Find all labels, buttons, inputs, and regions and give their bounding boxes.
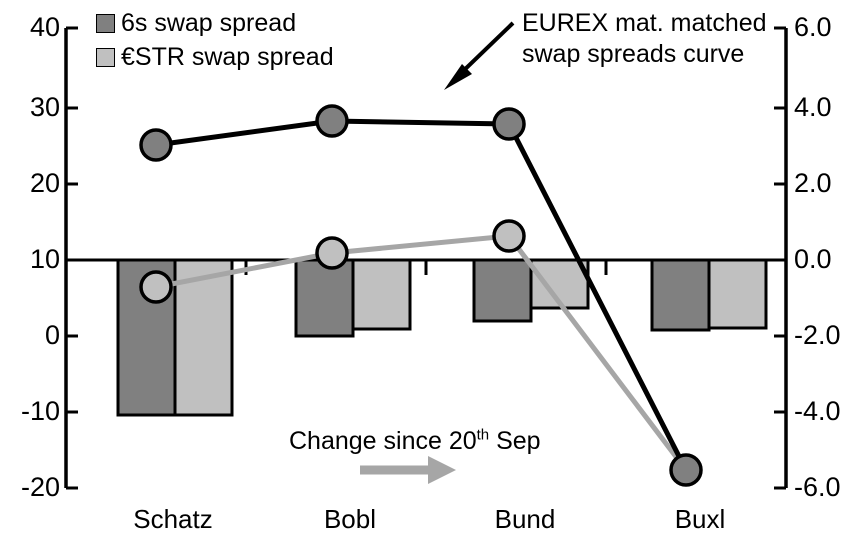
legend-item-6s-swap-spread: 6s swap spread — [96, 6, 334, 40]
y-axis-left-tick-0: 0 — [44, 320, 60, 350]
change-annotation-prefix: Change since 20 — [289, 427, 477, 455]
bar-bobl-6s — [294, 258, 355, 338]
change-annotation-suffix: Sep — [489, 427, 541, 455]
eurex-annotation-line2: swap spreads curve — [522, 39, 745, 68]
y-axis-left-tick-minus20: -20 — [20, 472, 60, 502]
x-axis-label-schatz: Schatz — [133, 504, 213, 534]
y-axis-right-tick-minus2: -2.0 — [794, 320, 841, 350]
gray-marker-schatz — [139, 270, 173, 304]
y-axis-left-tick-minus10: -10 — [20, 396, 60, 426]
change-since-annotation: Change since 20th Sep — [289, 426, 541, 457]
gray-line-markers — [139, 219, 526, 304]
bar-buxl-estr — [707, 258, 768, 330]
y-axis-right-tick-4: 4.0 — [794, 92, 832, 122]
black-marker-bund — [492, 107, 526, 141]
black-marker-schatz — [139, 128, 173, 162]
x-axis-label-bund: Bund — [494, 504, 556, 534]
legend-label-estr-swap-spread: €STR swap spread — [121, 42, 334, 71]
x-axis-label-bobl: Bobl — [323, 504, 377, 534]
y-axis-right-tick-0: 0.0 — [794, 244, 832, 274]
legend-swatch-dark-icon — [96, 13, 115, 33]
change-annotation-superscript: th — [476, 426, 490, 444]
gray-marker-bobl — [315, 236, 349, 270]
y-axis-left-tick-30: 30 — [29, 92, 60, 122]
y-axis-left-ticks — [66, 26, 78, 490]
y-axis-right-tick-2: 2.0 — [794, 168, 832, 198]
y-axis-right-tick-minus4: -4.0 — [794, 396, 841, 426]
black-marker-buxl — [669, 453, 703, 487]
y-axis-left-tick-20: 20 — [29, 168, 60, 198]
y-axis-right-ticks — [774, 26, 786, 490]
eurex-annotation-line1: EUREX mat. matched — [522, 9, 767, 37]
eurex-curve-annotation: EUREX mat. matched swap spreads curve — [522, 8, 767, 69]
bar-schatz-estr — [173, 258, 234, 417]
y-axis-right-tick-6: 6.0 — [794, 12, 832, 42]
black-marker-bobl — [315, 104, 349, 138]
chart-legend: 6s swap spread €STR swap spread — [96, 6, 334, 74]
eurex-swap-spreads-curve — [155, 118, 689, 472]
y-axis-left-tick-10: 10 — [29, 244, 60, 274]
bar-bund-6s — [472, 258, 533, 323]
gray-marker-bund — [492, 219, 526, 253]
gray-swap-spread-line — [155, 233, 688, 472]
bar-bobl-estr — [351, 258, 412, 331]
change-since-arrow-icon — [360, 456, 456, 484]
eurex-annotation-arrow-icon — [444, 21, 515, 90]
y-axis-right-tick-minus6: -6.0 — [794, 472, 841, 502]
legend-label-6s-swap-spread: 6s swap spread — [121, 8, 297, 37]
y-axis-left-tick-40: 40 — [29, 12, 60, 42]
legend-swatch-light-icon — [96, 47, 115, 67]
bar-buxl-6s — [650, 258, 711, 332]
x-axis-label-buxl: Buxl — [674, 504, 726, 534]
legend-item-estr-swap-spread: €STR swap spread — [96, 40, 334, 74]
black-line-markers — [139, 104, 703, 487]
